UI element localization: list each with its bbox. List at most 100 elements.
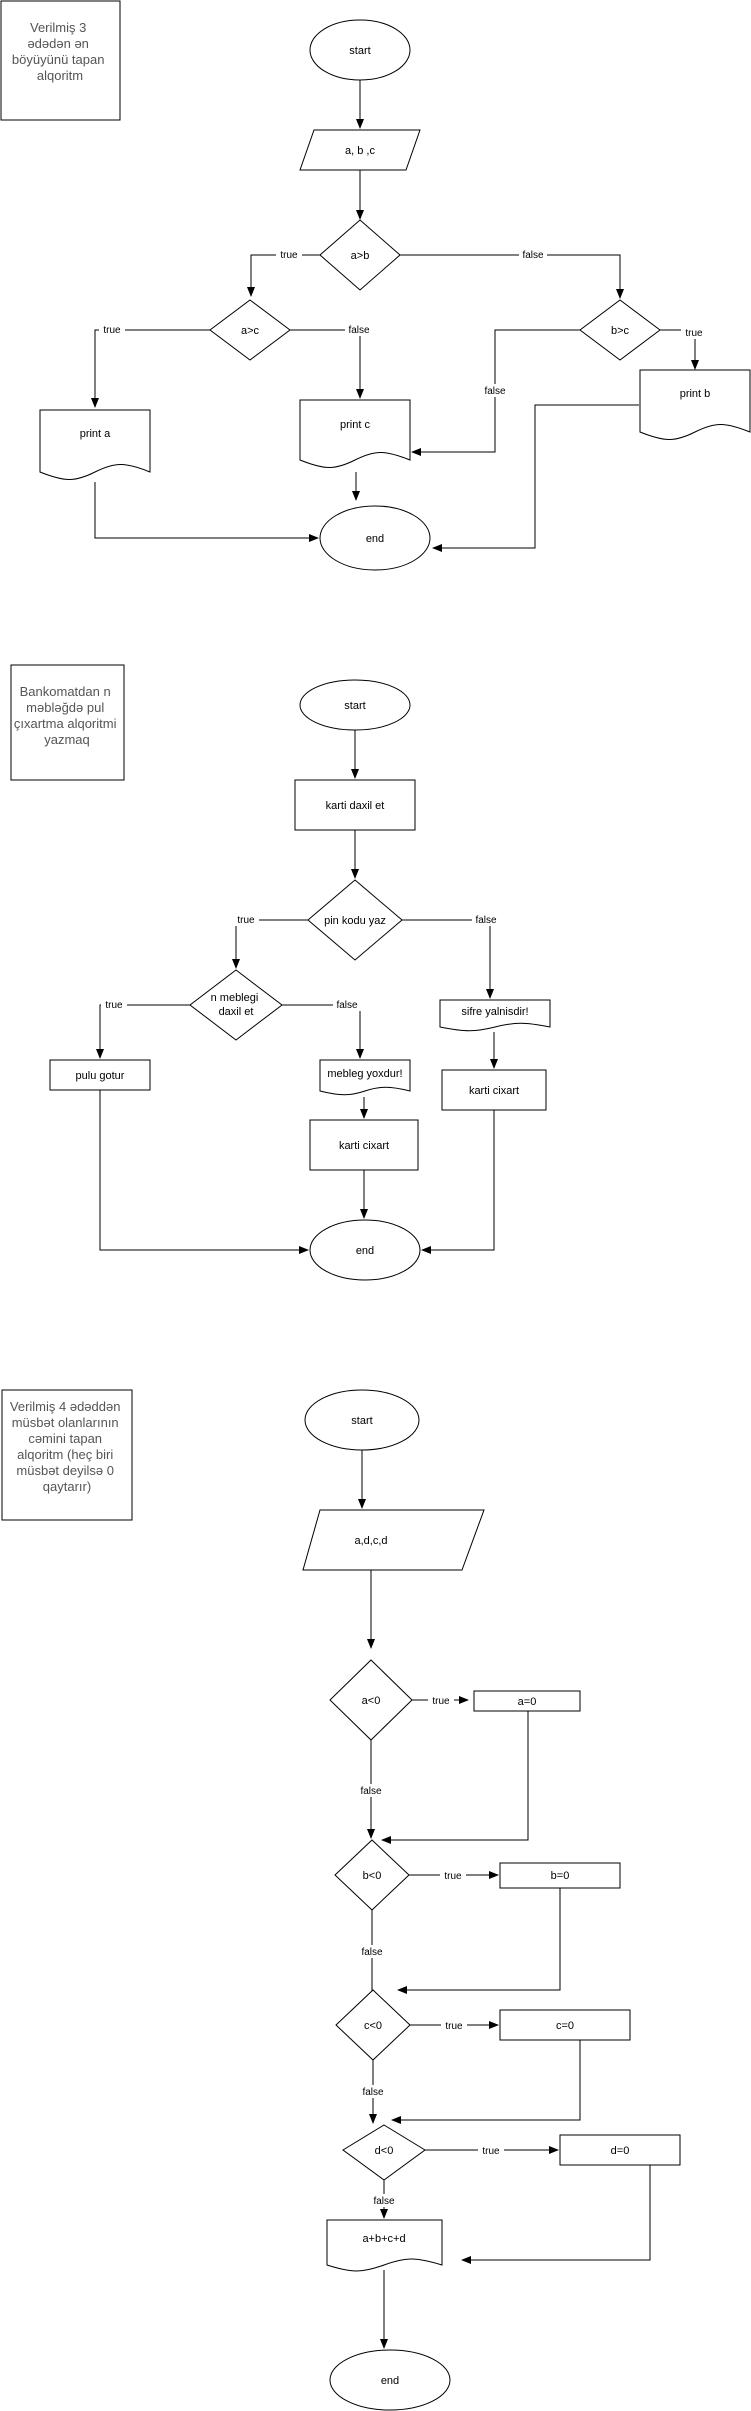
start-terminator: start [299, 679, 411, 731]
svg-text:Bankomatdan n məbləğdə p: Bankomatdan n məbləğdə pul çıxartma alqo… [14, 684, 120, 747]
edge-pin-true [232, 919, 308, 969]
node-label: b=0 [551, 1870, 570, 1882]
edge-label: false [357, 1784, 385, 1797]
note-line: alqoritm (heç biri [17, 1447, 113, 1462]
edge-label: false [345, 323, 373, 336]
decision-d-lt-0: d<0 [342, 2124, 426, 2181]
node-label: sifre yalnisdir! [461, 1006, 528, 1018]
edge-label: false [472, 913, 500, 926]
edge-label-text: false [484, 386, 506, 397]
note-atm-withdrawal: Bankomatdan n məbləğdə pul çıxartma alqo… [10, 664, 125, 781]
node-label: d=0 [611, 2145, 630, 2157]
edge-label: true [478, 2144, 504, 2157]
decision-enter-pin: pin kodu yaz [307, 879, 403, 961]
note-line: alqoritm [37, 68, 83, 83]
start-terminator: start [304, 1389, 420, 1451]
note-line: ədədən ən [27, 36, 88, 51]
edge-label: false [519, 248, 547, 261]
node-label: end [356, 1245, 374, 1257]
edge-label-text: false [362, 2087, 384, 2098]
edge [461, 2165, 651, 2264]
flowchart-atm: true false true false start karti daxil … [49, 679, 551, 1281]
edge-label-text: true [237, 915, 255, 926]
edge-label-text: true [103, 325, 121, 336]
output-print-a: print a [39, 409, 151, 480]
node-label: print c [340, 419, 370, 431]
node-label: karti cixart [469, 1085, 519, 1097]
edge-label-text: false [336, 1000, 358, 1011]
edge-label: false [359, 2085, 387, 2098]
edge-label: true [99, 323, 125, 336]
note-max-of-three: Verilmiş 3 ədədən ən böyüyünü tapan alqo… [0, 0, 121, 121]
edge-label: false [370, 2194, 398, 2207]
svg-text:Verilmiş 4 ədəddən müsbə: Verilmiş 4 ədəddən müsbət olanlarının cə… [10, 1399, 124, 1494]
svg-text:n meblegi daxil et: n meblegi daxil et [211, 992, 262, 1018]
svg-text:Verilmiş 3 ədədən ən: Verilmiş 3 ədədən ən böyüyünü tapan alqo… [12, 20, 108, 83]
edge-label-text: false [360, 1786, 382, 1797]
process-set-b-zero: b=0 [499, 1862, 621, 1889]
edge-label-text: false [522, 250, 544, 261]
process-set-c-zero: c=0 [499, 2009, 631, 2041]
edge-label-text: false [475, 915, 497, 926]
node-label: b<0 [363, 1870, 382, 1882]
decision-b-gt-c: b>c [579, 299, 661, 361]
note-line: qaytarır) [43, 1479, 91, 1494]
node-label: a+b+c+d [362, 2233, 405, 2245]
note-line: məbləğdə pul [26, 700, 104, 715]
edge [397, 1888, 561, 1994]
process-eject-card-mid: karti cixart [309, 1119, 419, 1171]
node-label: start [351, 1415, 372, 1427]
node-label: a,d,c,d [354, 1535, 387, 1547]
edge-label: false [481, 384, 509, 397]
node-label: end [366, 533, 384, 545]
edge-ac-true [91, 329, 210, 408]
node-label: a, b ,c [345, 145, 375, 157]
edge-label: true [428, 1694, 454, 1707]
edge-label-text: true [685, 328, 703, 339]
process-eject-card-right: karti cixart [441, 1069, 547, 1111]
output-print-b: print b [639, 369, 751, 440]
edge-ab-false [400, 254, 624, 299]
edge-label-text: true [105, 1000, 123, 1011]
edge-label-text: true [280, 250, 298, 261]
edge [391, 2040, 581, 2124]
note-line: böyüyünü tapan [12, 52, 105, 67]
edge-label-text: true [432, 1696, 450, 1707]
node-label: karti cixart [339, 1140, 389, 1152]
node-label: a=0 [518, 1696, 537, 1708]
decision-b-lt-0: b<0 [334, 1839, 410, 1911]
edge-label-text: false [361, 1947, 383, 1958]
edge-ac-false [290, 329, 364, 399]
flowchart-max-of-three: true false true false false true start [39, 19, 751, 571]
edge-label-text: true [445, 2021, 463, 2032]
node-label: a<0 [362, 1695, 381, 1707]
note-line: Verilmiş 3 [30, 20, 86, 35]
note-line: müsbət olanlarının [12, 1415, 119, 1430]
edge-ab-true [247, 254, 320, 297]
end-terminator: end [319, 505, 431, 571]
edge-label: false [333, 998, 361, 1011]
start-terminator: start [309, 19, 411, 81]
edge-label: false [358, 1945, 386, 1958]
node-label: n meblegi [211, 992, 259, 1004]
note-line: Verilmiş 4 ədəddən [10, 1399, 121, 1414]
edge-label: true [233, 913, 259, 926]
end-terminator: end [309, 1219, 421, 1281]
document-no-amount: mebleg yoxdur! [319, 1059, 411, 1096]
edge-pin-false [402, 919, 494, 999]
node-label: d<0 [375, 2145, 394, 2157]
node-label: c<0 [364, 2020, 382, 2032]
edge [381, 1711, 529, 1844]
decision-enter-amount: n meblegi daxil et [189, 969, 283, 1041]
edge-amount-true [96, 1004, 190, 1059]
note-sum-of-positives: Verilmiş 4 ədəddən müsbət olanlarının cə… [1, 1389, 133, 1521]
node-label: end [381, 2375, 399, 2387]
decision-a-gt-b: a>b [319, 219, 401, 291]
end-terminator: end [329, 2349, 451, 2411]
note-line: Bankomatdan n [20, 684, 111, 699]
edge [99, 1090, 309, 1254]
note-line: çıxartma alqoritmi [14, 716, 117, 731]
input-parallelogram: a,d,c,d [302, 1509, 485, 1571]
note-line: müsbət deyilsə 0 [16, 1463, 114, 1478]
